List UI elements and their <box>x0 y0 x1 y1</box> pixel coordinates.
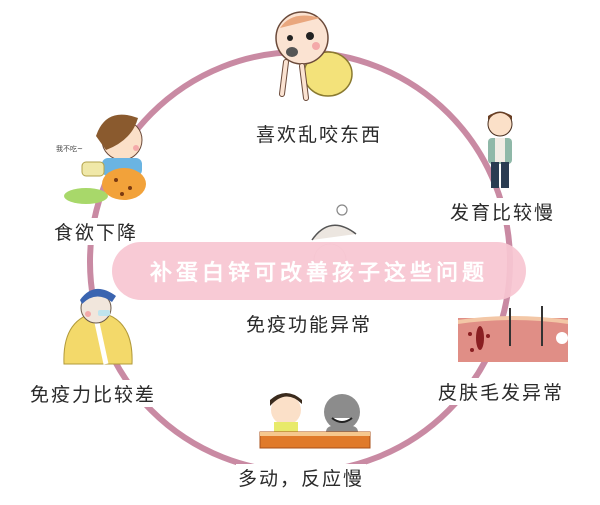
sick-child-icon <box>63 288 133 365</box>
boy-refusing-food-icon <box>64 114 146 204</box>
label-appetite: 食欲下降 <box>52 218 141 245</box>
banner-text: 补蛋白锌可改善孩子这些问题 <box>149 261 488 286</box>
label-immunity-weak: 免疫力比较差 <box>28 380 159 407</box>
boy-at-desk-icon <box>259 393 371 449</box>
speech-note: 我不吃~ <box>56 145 83 153</box>
label-growth: 发育比较慢 <box>448 198 558 225</box>
label-hyper: 多动，反应慢 <box>236 464 367 491</box>
skin-hair-icon <box>458 306 568 362</box>
label-skin: 皮肤毛发异常 <box>436 378 567 405</box>
center-banner: 补蛋白锌可改善孩子这些问题 <box>112 242 526 300</box>
standing-boy-icon <box>487 111 513 188</box>
label-chew: 喜欢乱咬东西 <box>254 120 385 147</box>
crawling-baby-icon <box>275 11 353 101</box>
label-immune-function: 免疫功能异常 <box>244 310 375 337</box>
